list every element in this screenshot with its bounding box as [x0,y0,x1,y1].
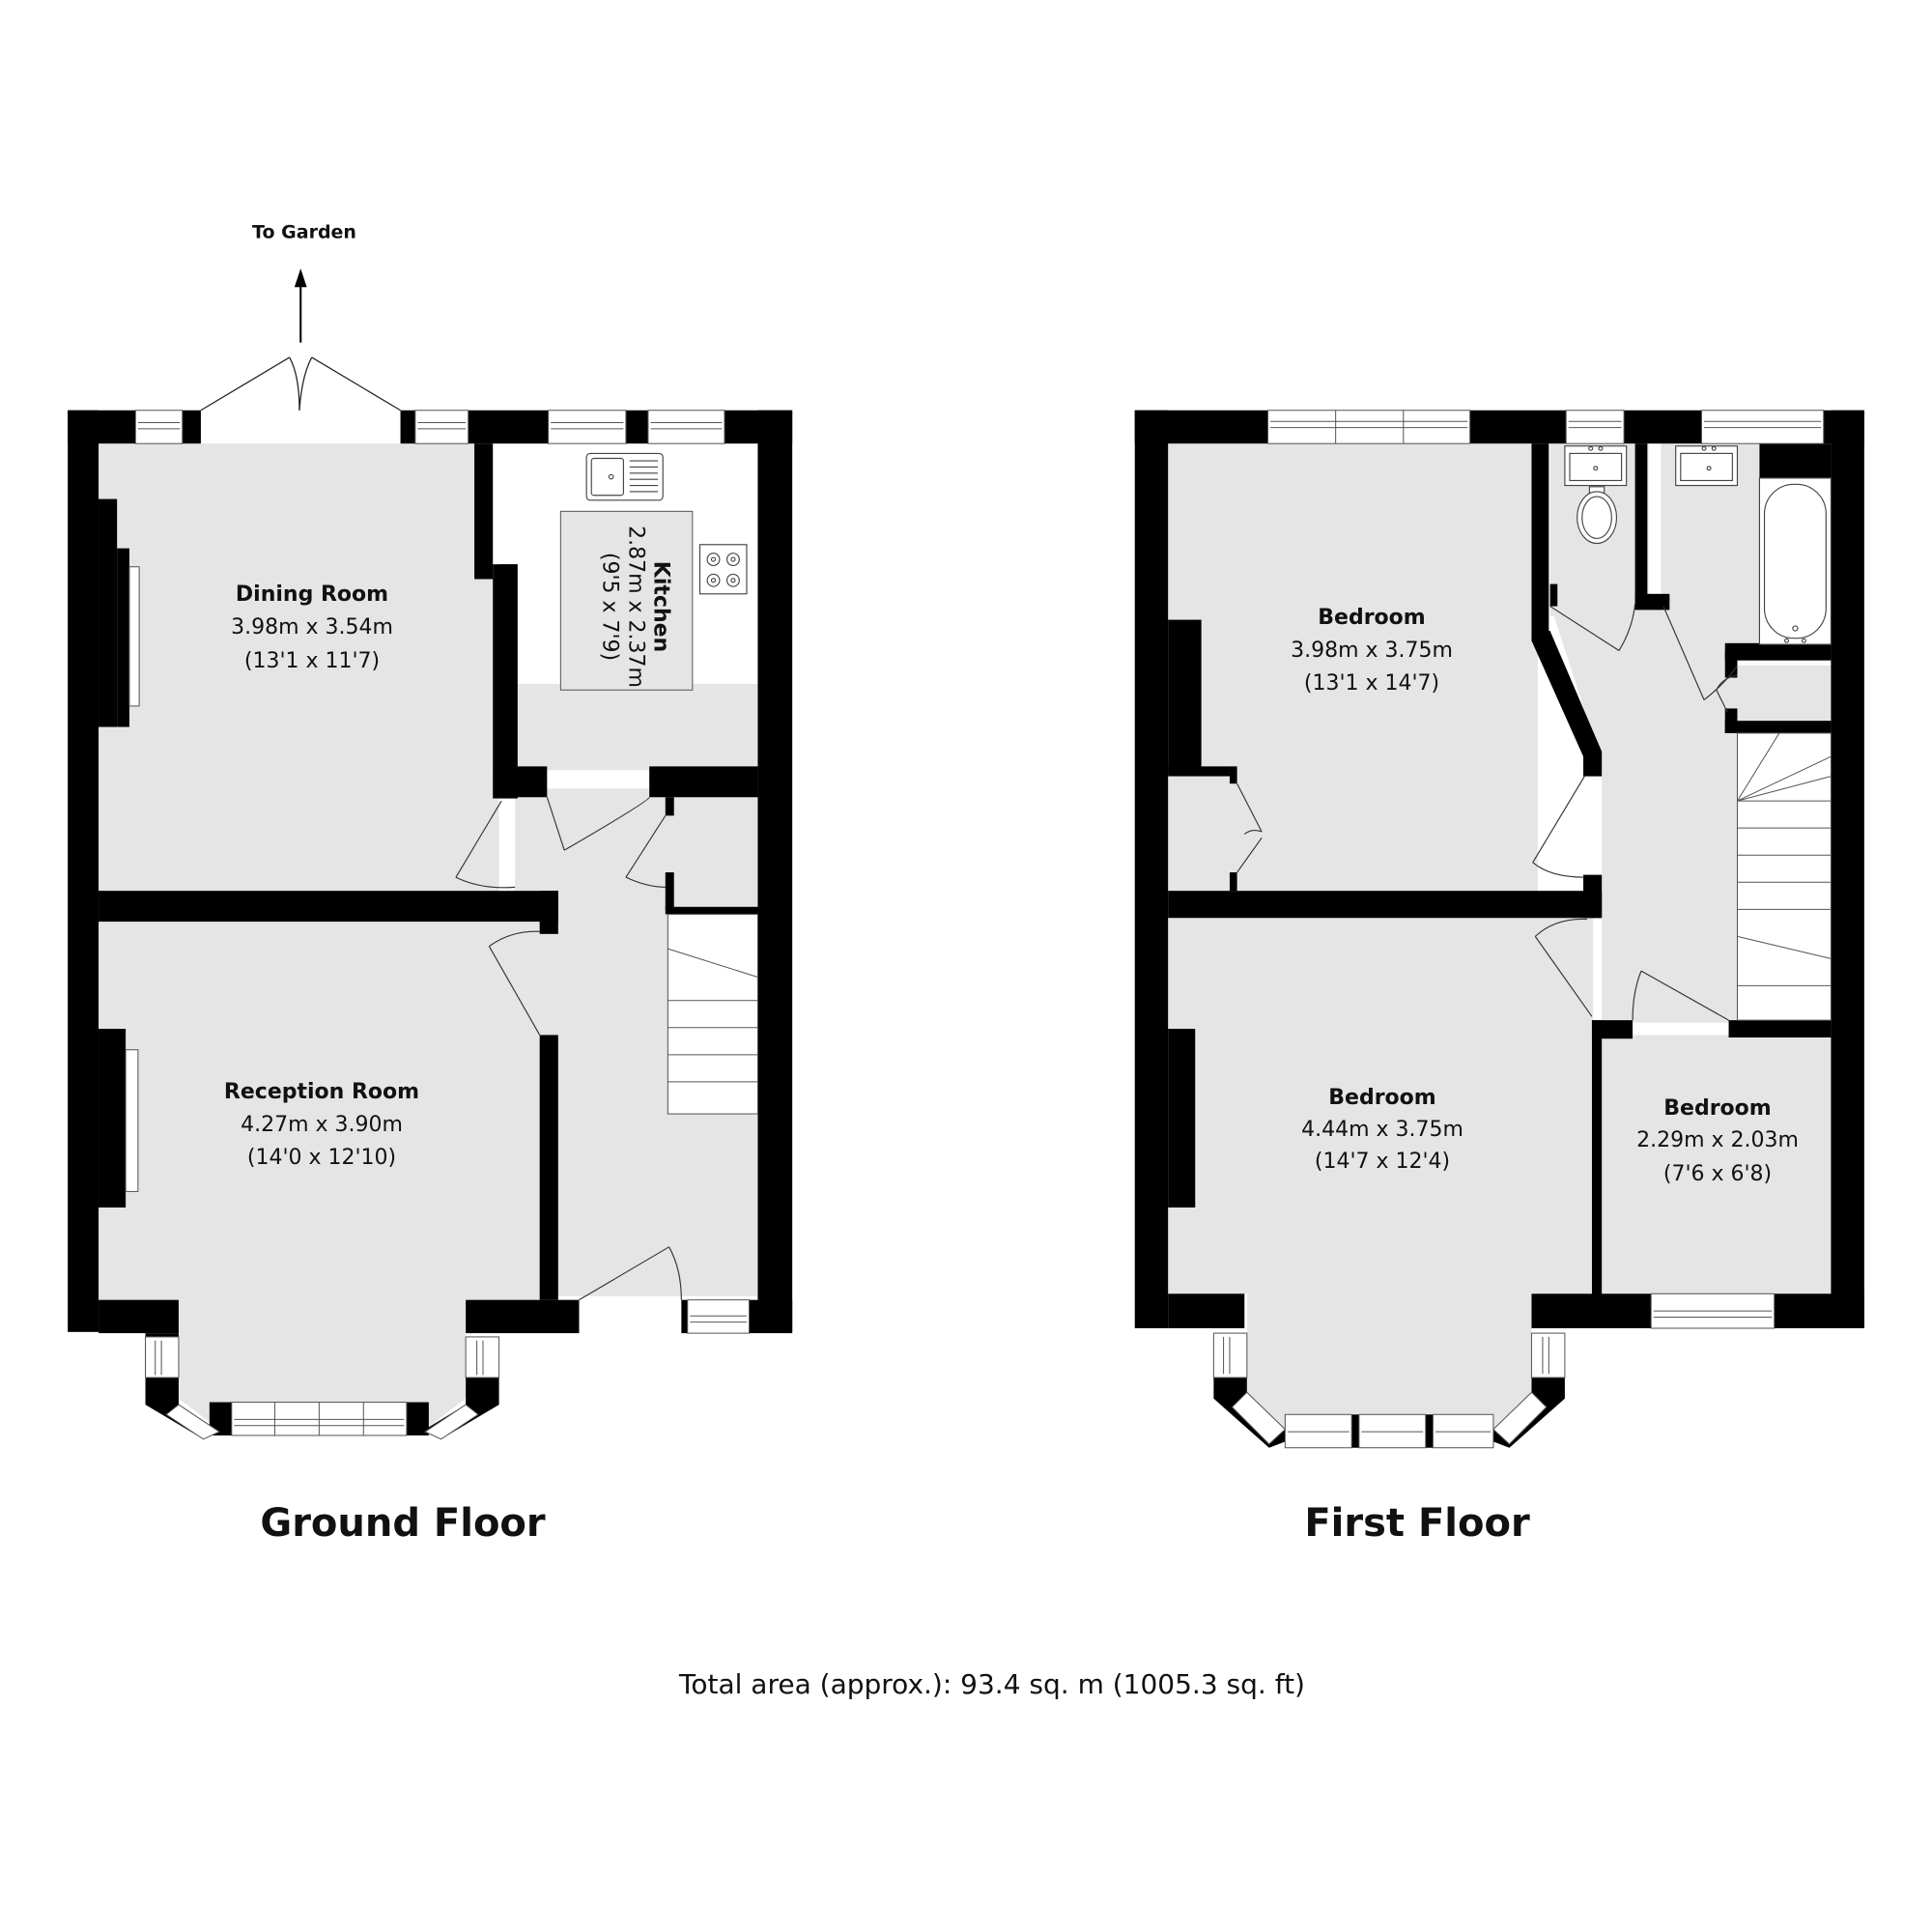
room-metric: 2.87m x 2.37m [623,526,648,688]
bedroom-2-floor [1168,918,1594,1294]
cupboard-floor [1737,665,1832,727]
ground-floor-plan [68,269,793,1440]
room-imperial: (9'5 x 7'9) [597,552,622,662]
room-metric: 3.98m x 3.75m [1291,639,1453,663]
first-floor-doors [1236,603,1738,1021]
first-floor-stairs [1736,732,1832,1021]
total-area-caption: Total area (approx.): 93.4 sq. m (1005.3… [679,1668,1305,1700]
room-imperial: (14'7 x 12'4) [1314,1150,1451,1174]
bathroom-fixtures [1564,445,1832,645]
kitchen-walkway-floor [517,683,758,771]
kitchen-fixtures [585,452,748,595]
first-floor-title: First Floor [1304,1501,1530,1546]
landing-floor [1549,604,1738,1023]
hob-icon [698,544,748,595]
under-stairs-cupboard-floor [665,798,758,907]
bedroom-2-bay-floor [1246,1293,1532,1430]
ground-floor-windows [134,410,751,1440]
to-garden-label: To Garden [252,221,356,243]
first-floor-windows [1212,410,1825,1449]
room-imperial: (7'6 x 6'8) [1662,1162,1773,1186]
room-imperial: (13'1 x 14'7) [1303,671,1440,696]
bedroom-3-floor [1602,1035,1832,1296]
room-metric: 4.27m x 3.90m [241,1113,403,1137]
first-floor-plan [1134,410,1864,1449]
bedroom-1-floor [1168,443,1538,894]
kitchen-center-floor [559,510,694,691]
arrow-head-icon [294,269,307,288]
room-imperial: (14'0 x 12'10) [246,1146,397,1170]
room-imperial: (13'1 x 11'7) [243,649,381,673]
garden-french-doors [200,356,401,412]
room-name: Bedroom [1663,1096,1772,1121]
reception-room-floor [99,918,543,1300]
kitchen-label: Kitchen 2.87m x 2.37m (9'5 x 7'9) [596,526,673,688]
ground-floor-title: Ground Floor [260,1501,546,1546]
room-name: Bedroom [1318,606,1426,630]
ground-floor-stairs [667,913,758,1115]
reception-bay-floor [178,1299,467,1430]
dining-room-floor [99,443,499,894]
room-name: Reception Room [223,1080,420,1104]
room-name: Kitchen [648,560,673,653]
room-metric: 2.29m x 2.03m [1636,1128,1799,1152]
room-name: Dining Room [235,582,389,607]
room-metric: 4.44m x 3.75m [1301,1118,1463,1142]
ground-floor-walls [68,410,793,1439]
ground-floor-doors [455,796,682,1301]
room-name: Bedroom [1328,1086,1436,1110]
first-floor-walls [1134,410,1864,1448]
room-metric: 3.98m x 3.54m [231,615,393,639]
